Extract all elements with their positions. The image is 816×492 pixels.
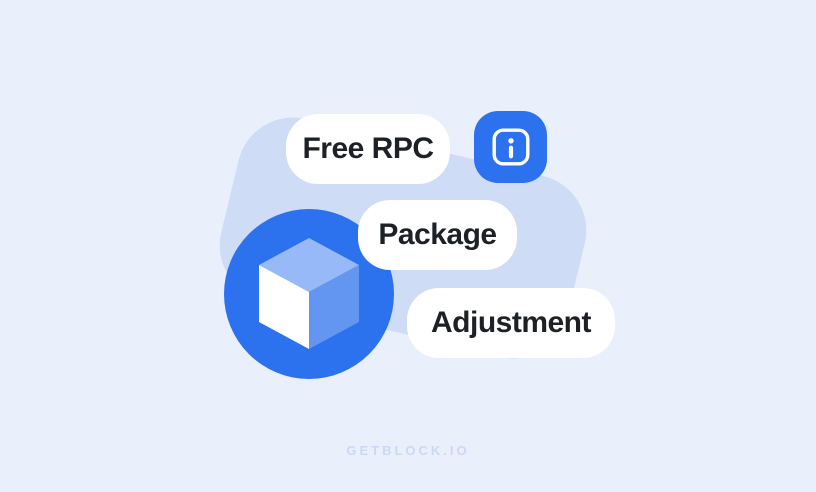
info-tile [474, 111, 547, 183]
pill-free-rpc-label: Free RPC [302, 132, 434, 165]
pill-adjustment: Adjustment [407, 288, 615, 358]
pill-free-rpc: Free RPC [286, 114, 450, 184]
pill-package-label: Package [378, 218, 497, 251]
brand-watermark: GETBLOCK.IO [346, 443, 470, 458]
cube-3d-icon [259, 238, 359, 349]
pill-package: Package [358, 200, 517, 270]
info-icon [492, 128, 529, 166]
cube-left-face [259, 265, 309, 349]
cube-right-face [309, 265, 359, 349]
pill-adjustment-label: Adjustment [431, 306, 592, 339]
